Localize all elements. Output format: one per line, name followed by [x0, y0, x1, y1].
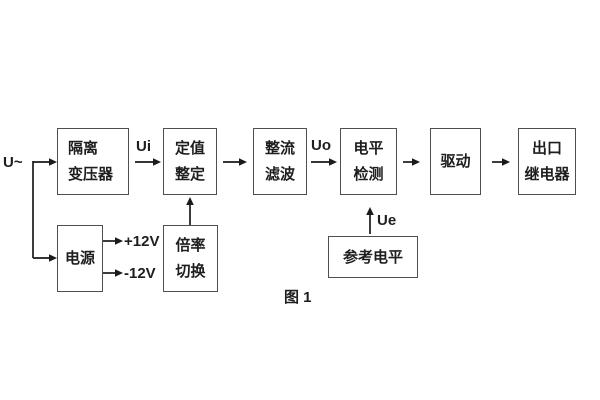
block-output-relay: 出口 继电器	[518, 128, 576, 195]
block-isolation-transformer-line1: 隔离	[68, 139, 99, 157]
signal-uo-label: Uo	[311, 137, 331, 154]
block-level-detector-line1: 电平	[353, 139, 384, 157]
block-level-detector: 电平 检测	[340, 128, 397, 195]
block-rectifier-filter-line1: 整流	[264, 139, 295, 157]
arrow-rectifier-to-level	[311, 158, 337, 166]
block-rectifier-filter-line2: 滤波	[264, 166, 295, 184]
block-power-supply-line1: 电源	[64, 250, 95, 267]
block-reference-level-line1: 参考电平	[342, 248, 403, 266]
arrow-transformer-to-setpoint	[135, 158, 161, 166]
block-ratio-switch-line2: 切换	[175, 263, 206, 281]
input-branch-wire	[32, 158, 57, 262]
block-level-detector-line2: 检测	[353, 166, 384, 184]
block-isolation-transformer: 隔离 变压器	[57, 128, 129, 195]
block-power-supply: 电源	[57, 225, 103, 292]
block-output-relay-line2: 继电器	[524, 166, 570, 184]
block-output-relay-line1: 出口	[531, 139, 562, 157]
block-isolation-transformer-line2: 变压器	[68, 166, 114, 184]
power-neg12-label: -12V	[124, 265, 156, 282]
block-setpoint-adjust-line2: 整定	[174, 166, 205, 184]
arrow-driver-to-relay	[492, 158, 510, 166]
power-pos12-label: +12V	[124, 233, 160, 250]
block-driver-line1: 驱动	[440, 153, 471, 170]
arrow-reference-up	[366, 207, 374, 234]
input-voltage-label: U~	[3, 154, 23, 171]
block-rectifier-filter: 整流 滤波	[253, 128, 307, 195]
arrow-ratio-to-setpoint	[186, 197, 194, 225]
block-reference-level: 参考电平	[328, 236, 418, 278]
arrow-setpoint-to-rectifier	[223, 158, 247, 166]
block-ratio-switch: 倍率 切换	[163, 225, 218, 292]
arrow-power-neg12	[103, 269, 123, 277]
signal-ui-label: Ui	[136, 138, 151, 155]
block-setpoint-adjust: 定值 整定	[163, 128, 217, 195]
block-ratio-switch-line1: 倍率	[175, 236, 206, 254]
block-driver: 驱动	[430, 128, 481, 195]
arrow-level-to-driver	[403, 158, 420, 166]
figure-caption: 图 1	[284, 289, 312, 306]
arrow-power-pos12	[103, 237, 123, 245]
block-setpoint-adjust-line1: 定值	[174, 139, 205, 157]
signal-ue-label: Ue	[377, 212, 397, 229]
